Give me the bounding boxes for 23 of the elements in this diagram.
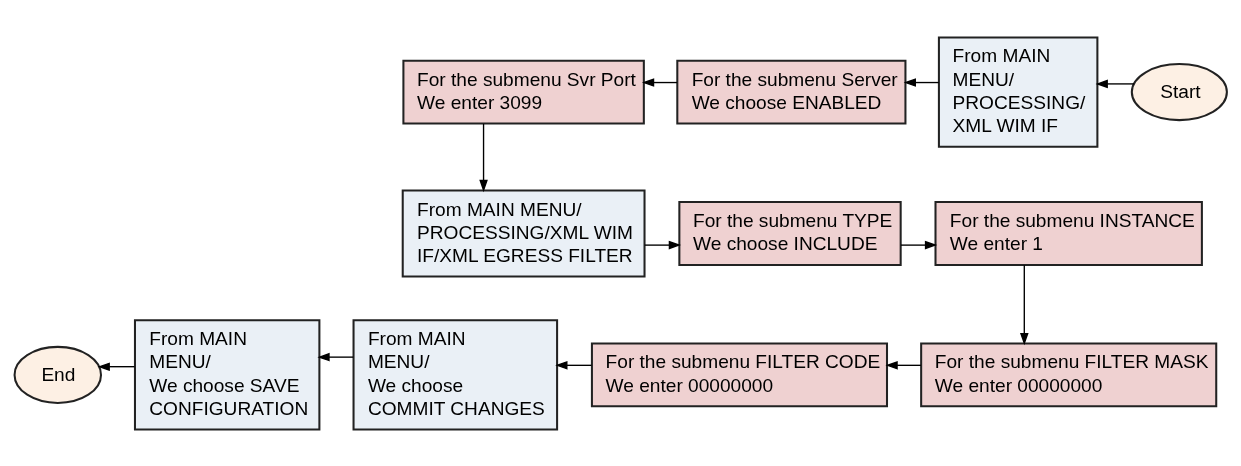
arrow (885, 360, 922, 370)
arrow (555, 360, 593, 370)
node-box: For the submenu FILTER CODE We enter 00000000 (590, 341, 889, 407)
arrow (903, 77, 940, 87)
arrow (97, 361, 136, 371)
arrow (900, 240, 938, 249)
node-box: For the submenu Svr Port We enter 3099 (402, 59, 645, 125)
node-box: From MAIN MENU/ We choose SAVE CONFIGURATION (133, 318, 321, 431)
arrow (644, 240, 682, 249)
node-box: For the submenu Server We choose ENABLED (676, 59, 907, 125)
arrow (1095, 79, 1135, 88)
arrow (641, 77, 678, 87)
node-ellipse: End (13, 345, 103, 404)
node-box: For the submenu FILTER MASK We enter 00000000 (920, 341, 1218, 407)
node-box: From MAIN MENU/ We choose COMMIT CHANGES (352, 318, 559, 431)
node-box: For the submenu INSTANCE We enter 1 (934, 200, 1203, 266)
arrow (479, 122, 488, 192)
node-ellipse: Start (1130, 62, 1228, 121)
node-box: For the submenu TYPE We choose INCLUDE (678, 200, 902, 266)
arrow (317, 352, 354, 361)
arrow (1020, 264, 1029, 345)
node-box: From MAIN MENU/ PROCESSING/XML WIM IF/XML EGRESS FILTER (401, 188, 646, 278)
node-box: From MAIN MENU/ PROCESSING/ XML WIM IF (937, 35, 1099, 148)
